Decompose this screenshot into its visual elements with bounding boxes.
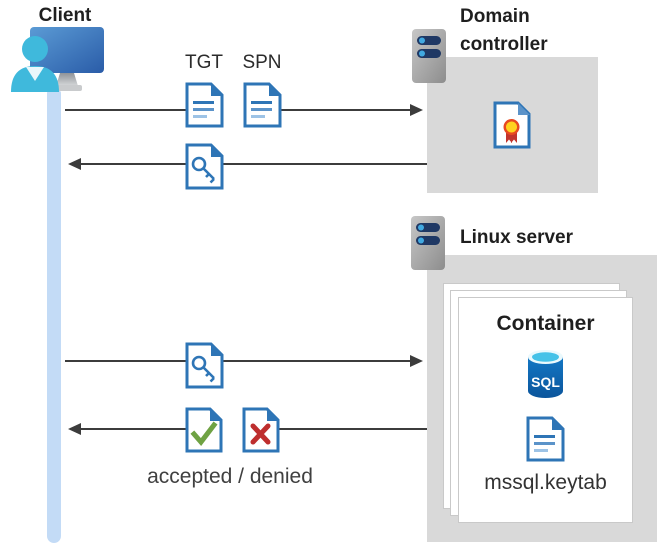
client-label: Client (38, 5, 92, 26)
key-icon (191, 156, 215, 184)
spn-label: SPN (242, 52, 282, 73)
client-icon (11, 27, 104, 92)
keytab-label: mssql.keytab (484, 471, 607, 494)
container-card (458, 297, 633, 523)
domain-controller-server-icon (412, 29, 446, 83)
key-ticket-icon (185, 342, 224, 389)
check-icon (190, 421, 218, 446)
monitor-base (52, 85, 82, 91)
key-ticket-icon (185, 143, 224, 190)
cross-icon (250, 423, 271, 445)
sql-icon-text: SQL (531, 374, 560, 390)
tgt-label: TGT (185, 52, 223, 73)
denied-ticket-icon (242, 407, 280, 453)
monitor-screen (30, 27, 104, 73)
domain-controller-label: Domain controller (460, 6, 548, 55)
accepted-ticket-icon (185, 407, 223, 453)
keytab-file-icon (526, 416, 565, 462)
accepted-denied-label: accepted / denied (147, 465, 313, 488)
container-label: Container (496, 312, 595, 335)
linux-server-label: Linux server (460, 227, 573, 248)
linux-server-icon (411, 216, 445, 270)
certificate-icon (493, 101, 531, 149)
sql-database-icon: SQL (528, 350, 563, 398)
tgt-ticket-icon (185, 82, 224, 128)
ribbon-seal-icon (503, 119, 520, 143)
monitor-stand (56, 73, 78, 86)
spn-ticket-icon (243, 82, 282, 128)
client-lifeline (47, 90, 61, 543)
key-icon (191, 355, 215, 383)
person-icon (11, 36, 59, 92)
